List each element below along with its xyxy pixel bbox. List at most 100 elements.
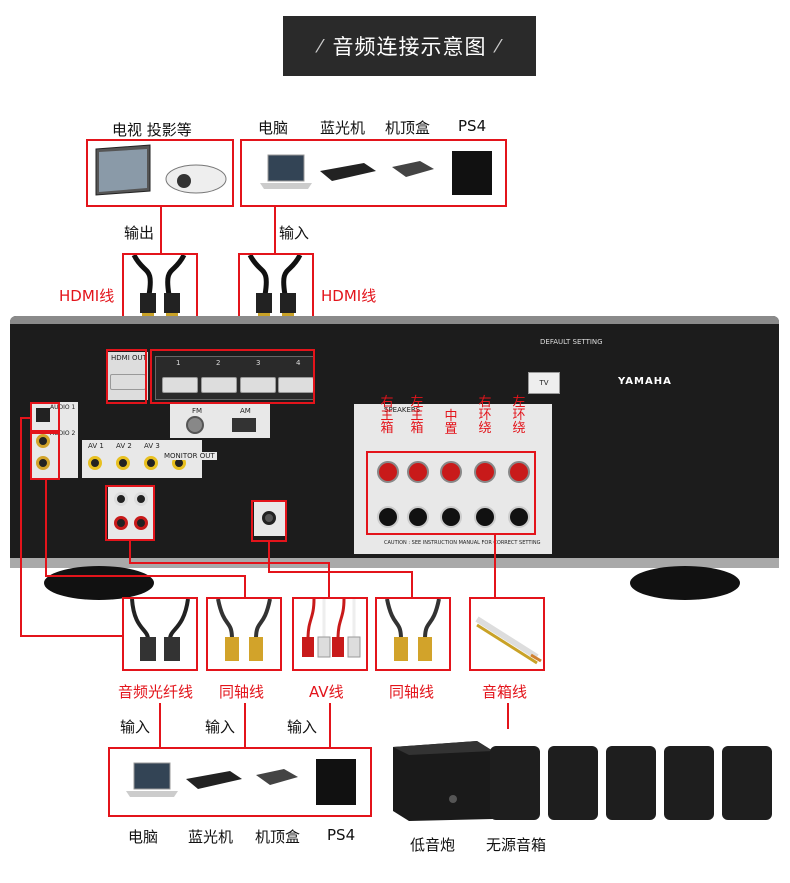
coaxial-cable-box-2: [375, 597, 451, 671]
input-connector: [274, 207, 276, 253]
audio-left-jack[interactable]: [114, 492, 128, 506]
av-cable-label: AV线: [309, 683, 344, 701]
fm-jack[interactable]: [186, 416, 204, 434]
subwoofer-highlight: [251, 500, 287, 542]
hdmi-in-port[interactable]: [162, 377, 198, 393]
speaker-post-black[interactable]: [407, 506, 429, 528]
video-jack[interactable]: [116, 456, 130, 470]
hdmi-in-2-num: 2: [216, 359, 221, 367]
hdmi-cable-icon: [247, 253, 303, 321]
input-label: 输入: [279, 222, 310, 243]
av-connector: [129, 562, 329, 564]
computer-label: 电脑: [258, 119, 289, 137]
optical-port[interactable]: [36, 408, 50, 422]
optical-highlight: [30, 402, 60, 432]
passive-speakers-label: 无源音箱: [486, 836, 547, 854]
audio-in-panel: AUDIO 1 AUDIO 2: [32, 402, 78, 478]
speaker-label-surround-right: 右环绕: [478, 395, 492, 436]
receiver-bottom-rim: [10, 558, 779, 568]
speaker-post-black[interactable]: [474, 506, 496, 528]
speaker-post-red[interactable]: [377, 461, 399, 483]
coaxial-cable-icon: [385, 598, 441, 661]
speaker-label-surround-left: 左环绕: [512, 395, 526, 436]
coaxial-cable-label: 同轴线: [219, 683, 265, 701]
av-input-panel: AV 1 AV 2 AV 3: [82, 440, 202, 478]
av-connector: [328, 562, 330, 597]
optical-connector: [20, 417, 22, 635]
coaxial-jack[interactable]: [36, 456, 50, 470]
audio-right-jack[interactable]: [134, 516, 148, 530]
speaker-wire-icon: [475, 616, 542, 665]
video-jack[interactable]: [144, 456, 158, 470]
hdmi-in-port[interactable]: [201, 377, 237, 393]
antenna-panel: FM AM: [170, 404, 270, 438]
audio2-label: AUDIO 2: [50, 430, 76, 437]
hdmi-in-3-num: 3: [256, 359, 261, 367]
passive-speaker-icon: [490, 746, 772, 820]
hdmi-in-port[interactable]: [240, 377, 276, 393]
tv-diagram: TV: [528, 372, 560, 394]
hdmi-out-label: HDMI OUT: [111, 354, 147, 362]
am-terminal[interactable]: [232, 418, 256, 432]
speaker-post-red[interactable]: [440, 461, 462, 483]
speaker-post-red[interactable]: [508, 461, 530, 483]
tv-projector-icon: [95, 144, 227, 196]
speaker-post-black[interactable]: [377, 506, 399, 528]
am-label: AM: [240, 407, 251, 415]
speaker-label-front-right: 右主箱: [380, 395, 394, 436]
input-label-1: 输入: [120, 716, 151, 737]
source-devices-icon: [126, 759, 356, 805]
sub-connector: [268, 542, 270, 572]
audio-right-jack[interactable]: [114, 516, 128, 530]
sub-connector: [411, 571, 413, 597]
fm-label: FM: [192, 407, 203, 415]
subwoofer-jack[interactable]: [262, 511, 276, 525]
receiver-top-rim: [10, 316, 779, 324]
settop-label: 机顶盒: [385, 119, 431, 137]
title-banner: ⁄ 音频连接示意图 ⁄: [283, 16, 536, 76]
hdmi-in-4-num: 4: [296, 359, 301, 367]
output-devices-box: [86, 139, 234, 207]
optical-connector: [20, 635, 122, 637]
hdmi-out-panel: HDMI OUT: [108, 352, 148, 400]
sub-connector: [268, 571, 412, 573]
av2-label: AV 2: [116, 442, 132, 450]
output-label: 输出: [124, 222, 155, 243]
caution-label: CAUTION : SEE INSTRUCTION MANUAL FOR COR…: [384, 540, 541, 546]
monitor-out-label: MONITOR OUT: [162, 452, 217, 460]
speaker-post-black[interactable]: [508, 506, 530, 528]
video-jack[interactable]: [88, 456, 102, 470]
coaxial-connector: [45, 575, 245, 577]
speaker-label-center: 中置: [444, 409, 458, 437]
coaxial-connector: [244, 575, 246, 597]
av-audio-panel: [108, 486, 154, 540]
audio-left-jack[interactable]: [134, 492, 148, 506]
speaker-post-red[interactable]: [407, 461, 429, 483]
coaxial-connector: [45, 480, 47, 575]
default-setting-label: DEFAULT SETTING: [540, 338, 603, 346]
source-devices-icon: [260, 151, 492, 195]
av-audio-highlight: [105, 485, 155, 541]
speaker-post-black[interactable]: [440, 506, 462, 528]
bluray-label: 蓝光机: [320, 119, 366, 137]
bottom-settop-label: 机顶盒: [255, 828, 301, 846]
bottom-bluray-label: 蓝光机: [188, 828, 234, 846]
speaker-wire-box: [469, 597, 545, 671]
coaxial-input-connector: [244, 703, 246, 747]
yamaha-logo: YAMAHA: [618, 376, 672, 387]
av-input-connector: [329, 703, 331, 747]
slash-icon: ⁄: [318, 35, 323, 57]
coaxial-jack[interactable]: [36, 434, 50, 448]
hdmi-in-1-num: 1: [176, 359, 181, 367]
subwoofer-icon: [393, 741, 493, 821]
coaxial-cable-label-2: 同轴线: [389, 683, 435, 701]
speaker-wire-connector: [494, 535, 496, 597]
page-title: 音频连接示意图: [332, 35, 487, 59]
coaxial-highlight: [30, 432, 60, 480]
hdmi-cable-icon: [131, 253, 187, 321]
speaker-post-red[interactable]: [474, 461, 496, 483]
input-devices-box: [240, 139, 507, 207]
av-connector: [129, 541, 131, 563]
receiver-foot: [630, 566, 740, 600]
bottom-computer-label: 电脑: [128, 828, 159, 846]
